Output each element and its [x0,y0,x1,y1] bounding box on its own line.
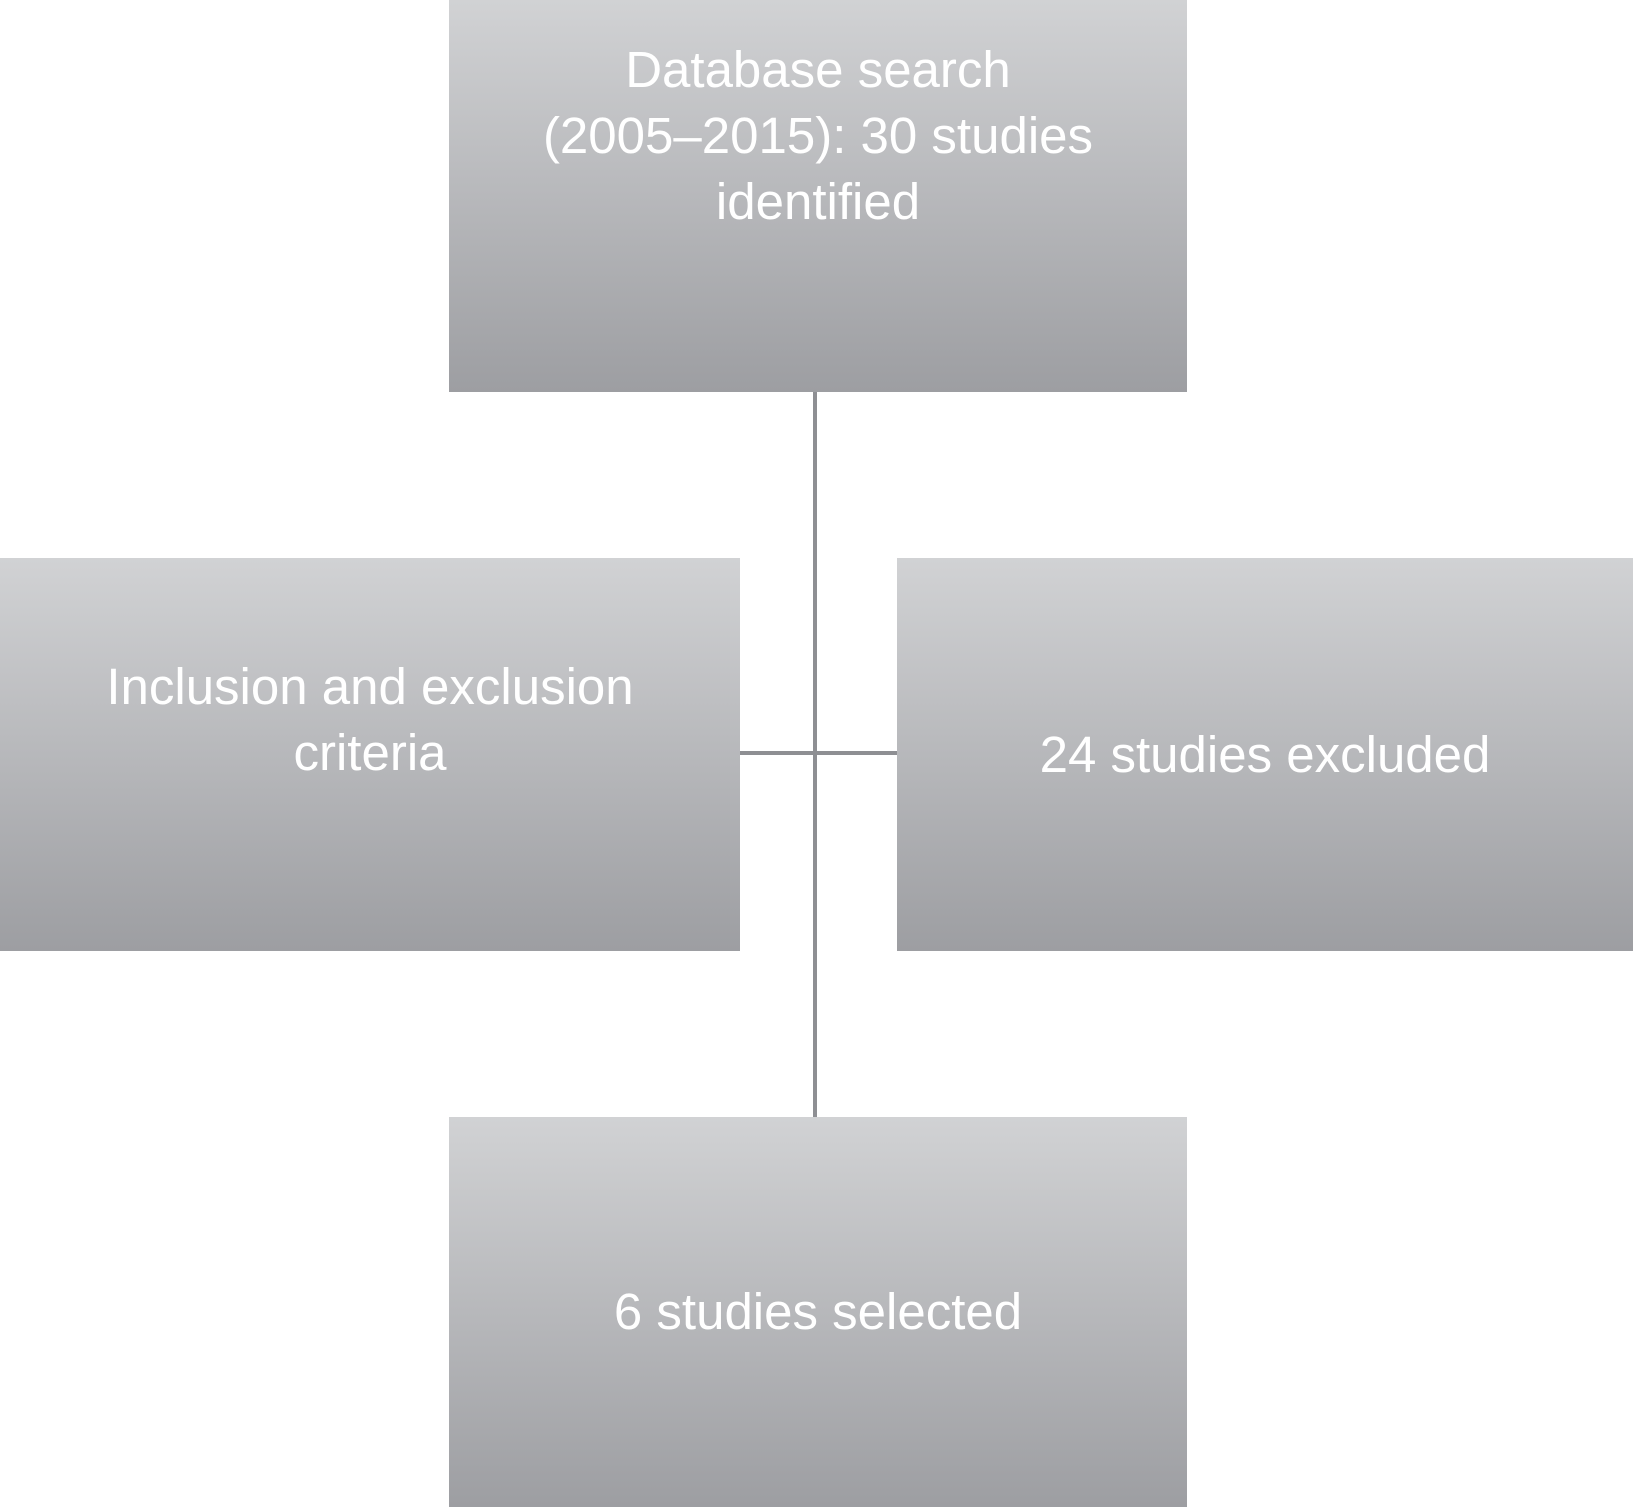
horizontal-connector-line [740,751,897,755]
database-search-box: Database search (2005–2015): 30 studies … [449,0,1187,392]
criteria-line-2: criteria [293,723,447,781]
database-search-line-3: identified [715,173,921,230]
studies-selected-box: 6 studies selected [449,1117,1187,1507]
criteria-text: Inclusion and exclusion criteria [106,654,633,786]
inclusion-exclusion-criteria-box: Inclusion and exclusion criteria [0,558,740,951]
database-search-line-2: (2005–2015): 30 studies [542,107,1094,164]
studies-selected-label: 6 studies selected [613,1283,1023,1340]
studies-excluded-box: 24 studies excluded [897,558,1633,951]
criteria-line-1: Inclusion and exclusion [106,657,634,715]
database-search-text: Database search (2005–2015): 30 studies … [543,37,1093,235]
database-search-line-1: Database search [625,41,1011,98]
studies-excluded-label: 24 studies excluded [1039,725,1491,783]
